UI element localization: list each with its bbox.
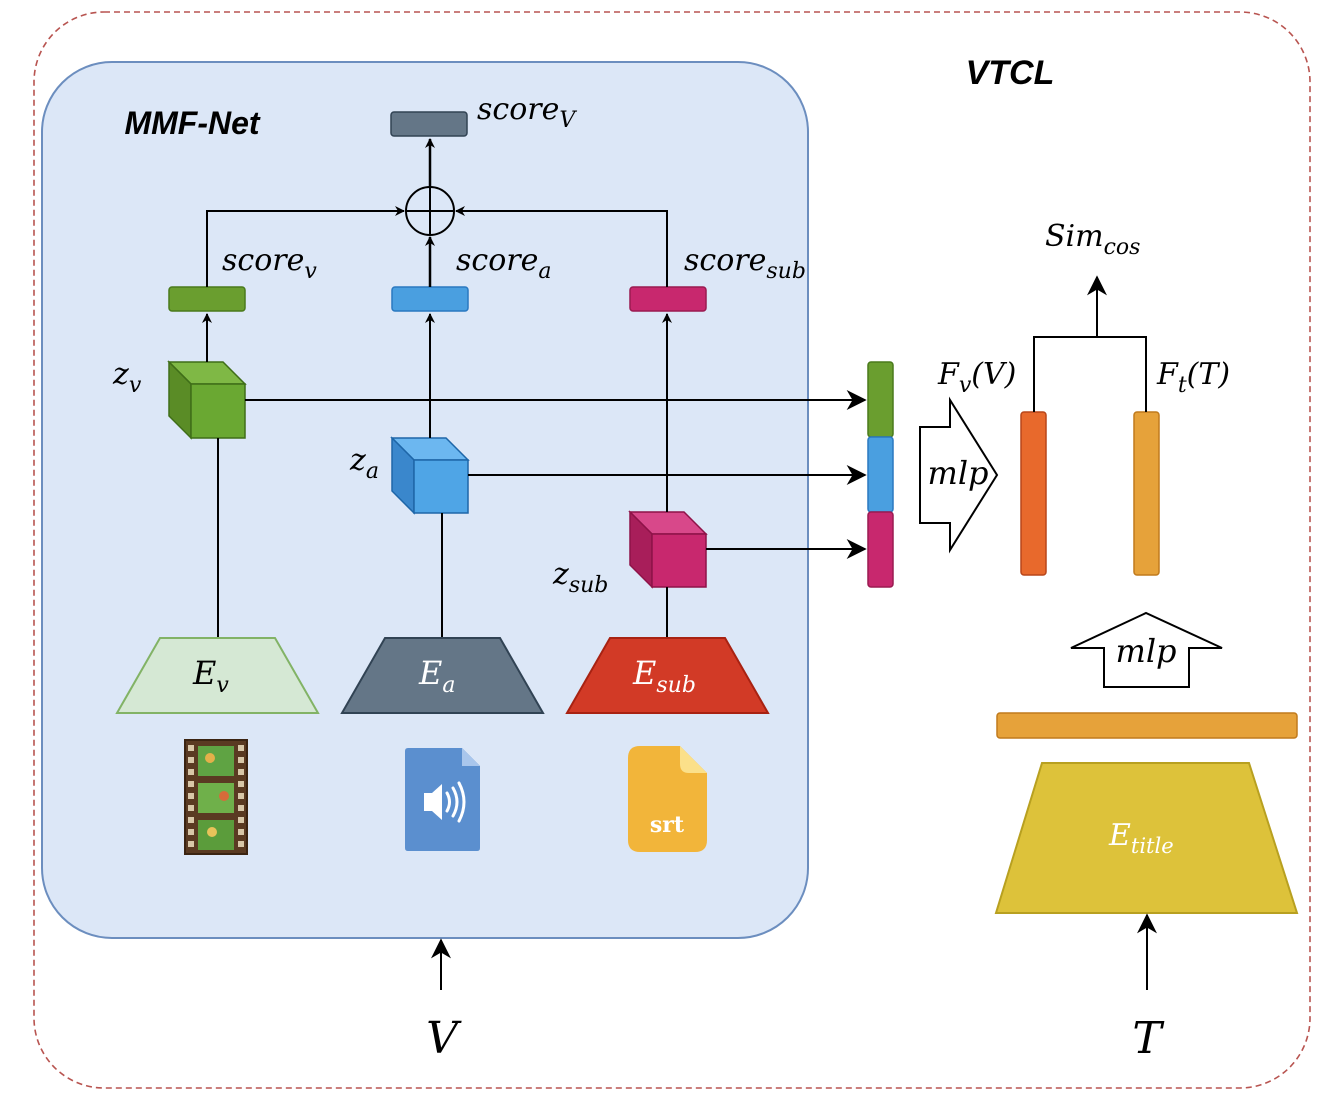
input-T-label: T: [1132, 1013, 1165, 1064]
concat-green: [867, 361, 894, 438]
mlp-right-label: mlp: [927, 454, 988, 492]
score-a-label: scorea: [456, 243, 551, 284]
encoder-Etitle-label: Etitle: [1108, 818, 1174, 858]
concat-magenta: [867, 511, 894, 588]
encoder-Esub: [565, 637, 770, 714]
film-strip-icon: [184, 739, 248, 855]
audio-file-icon: [405, 748, 480, 851]
encoder-Ev: [115, 637, 320, 714]
Ft-label: Ft(T): [1156, 357, 1230, 398]
Fv-bar: [1020, 411, 1047, 576]
z-sub-label: zsub: [552, 557, 608, 598]
score-sub-block: [629, 286, 707, 312]
encoder-Ev-label: Ev: [192, 654, 229, 698]
sim-connector: [1033, 336, 1147, 412]
input-V-label: V: [426, 1013, 462, 1064]
z-sub-cube: [628, 510, 708, 589]
concat-blue: [867, 436, 894, 513]
vtcl-title: VTCL: [966, 54, 1055, 92]
Ft-bar: [1133, 411, 1160, 576]
title-embedding-bar: [996, 712, 1298, 739]
score-V-label: scoreV: [477, 92, 577, 133]
srt-file-icon: srt: [628, 746, 707, 852]
z-a-label: za: [349, 443, 379, 484]
score-V-block: [390, 111, 468, 137]
vtcl-frame: [33, 11, 1311, 1089]
score-a-block: [391, 286, 469, 312]
line-scoresub-to-sum: [455, 206, 668, 287]
z-v-cube: [167, 360, 247, 440]
encoder-Etitle: [994, 762, 1299, 914]
score-v-label: scorev: [222, 243, 317, 284]
z-v-label: zv: [112, 357, 142, 398]
mmf-net-title: MMF-Net: [124, 105, 260, 141]
sum-operator: [405, 186, 455, 236]
score-v-block: [168, 286, 246, 312]
Fv-label: Fv(V): [937, 357, 1016, 398]
encoder-Ea: [340, 637, 545, 714]
score-sub-label: scoresub: [684, 243, 806, 284]
srt-icon-text: srt: [650, 812, 685, 838]
encoder-Esub-label: Esub: [632, 654, 696, 698]
encoder-Ea-label: Ea: [418, 654, 455, 698]
sim-label: Simcos: [1045, 219, 1140, 260]
line-scorev-to-sum: [206, 206, 405, 287]
mlp-up-label: mlp: [1115, 632, 1176, 670]
mlp-up-arrow: [1070, 611, 1223, 688]
z-a-cube: [390, 436, 470, 515]
mlp-right-arrow: [919, 396, 999, 554]
